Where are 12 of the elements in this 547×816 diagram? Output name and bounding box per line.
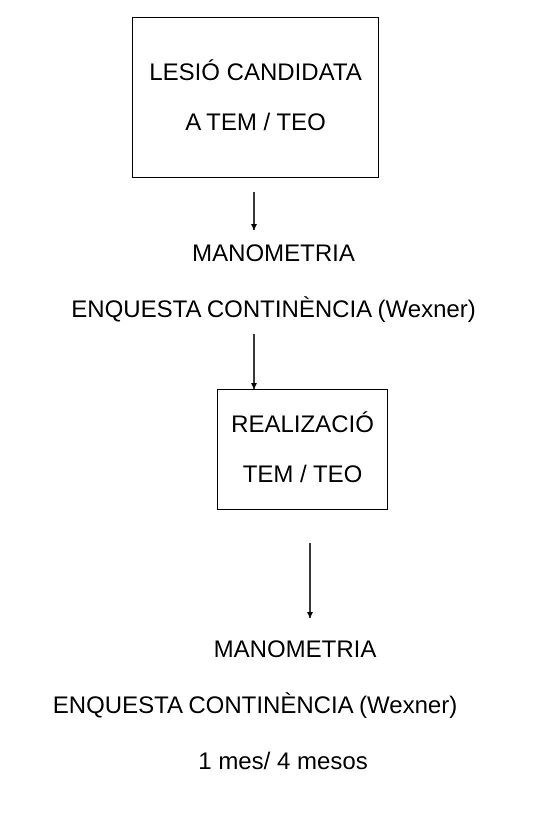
arrow [251,192,257,230]
step-text: MANOMETRIA [192,239,355,269]
process-box [132,17,379,178]
box-label: REALIZACIÓ TEM / TEO [231,410,374,490]
step-text: MANOMETRIA [214,635,376,665]
arrow [307,543,313,618]
process-box [217,389,388,510]
step-text: ENQUESTA CONTINÈNCIA (Wexner) [71,295,476,325]
arrow [251,334,257,389]
step-text: 1 mes/ 4 mesos [198,747,368,777]
box-label: LESIÓ CANDIDATA A TEM / TEO [148,58,363,138]
step-text: ENQUESTA CONTINÈNCIA (Wexner) [52,691,458,721]
